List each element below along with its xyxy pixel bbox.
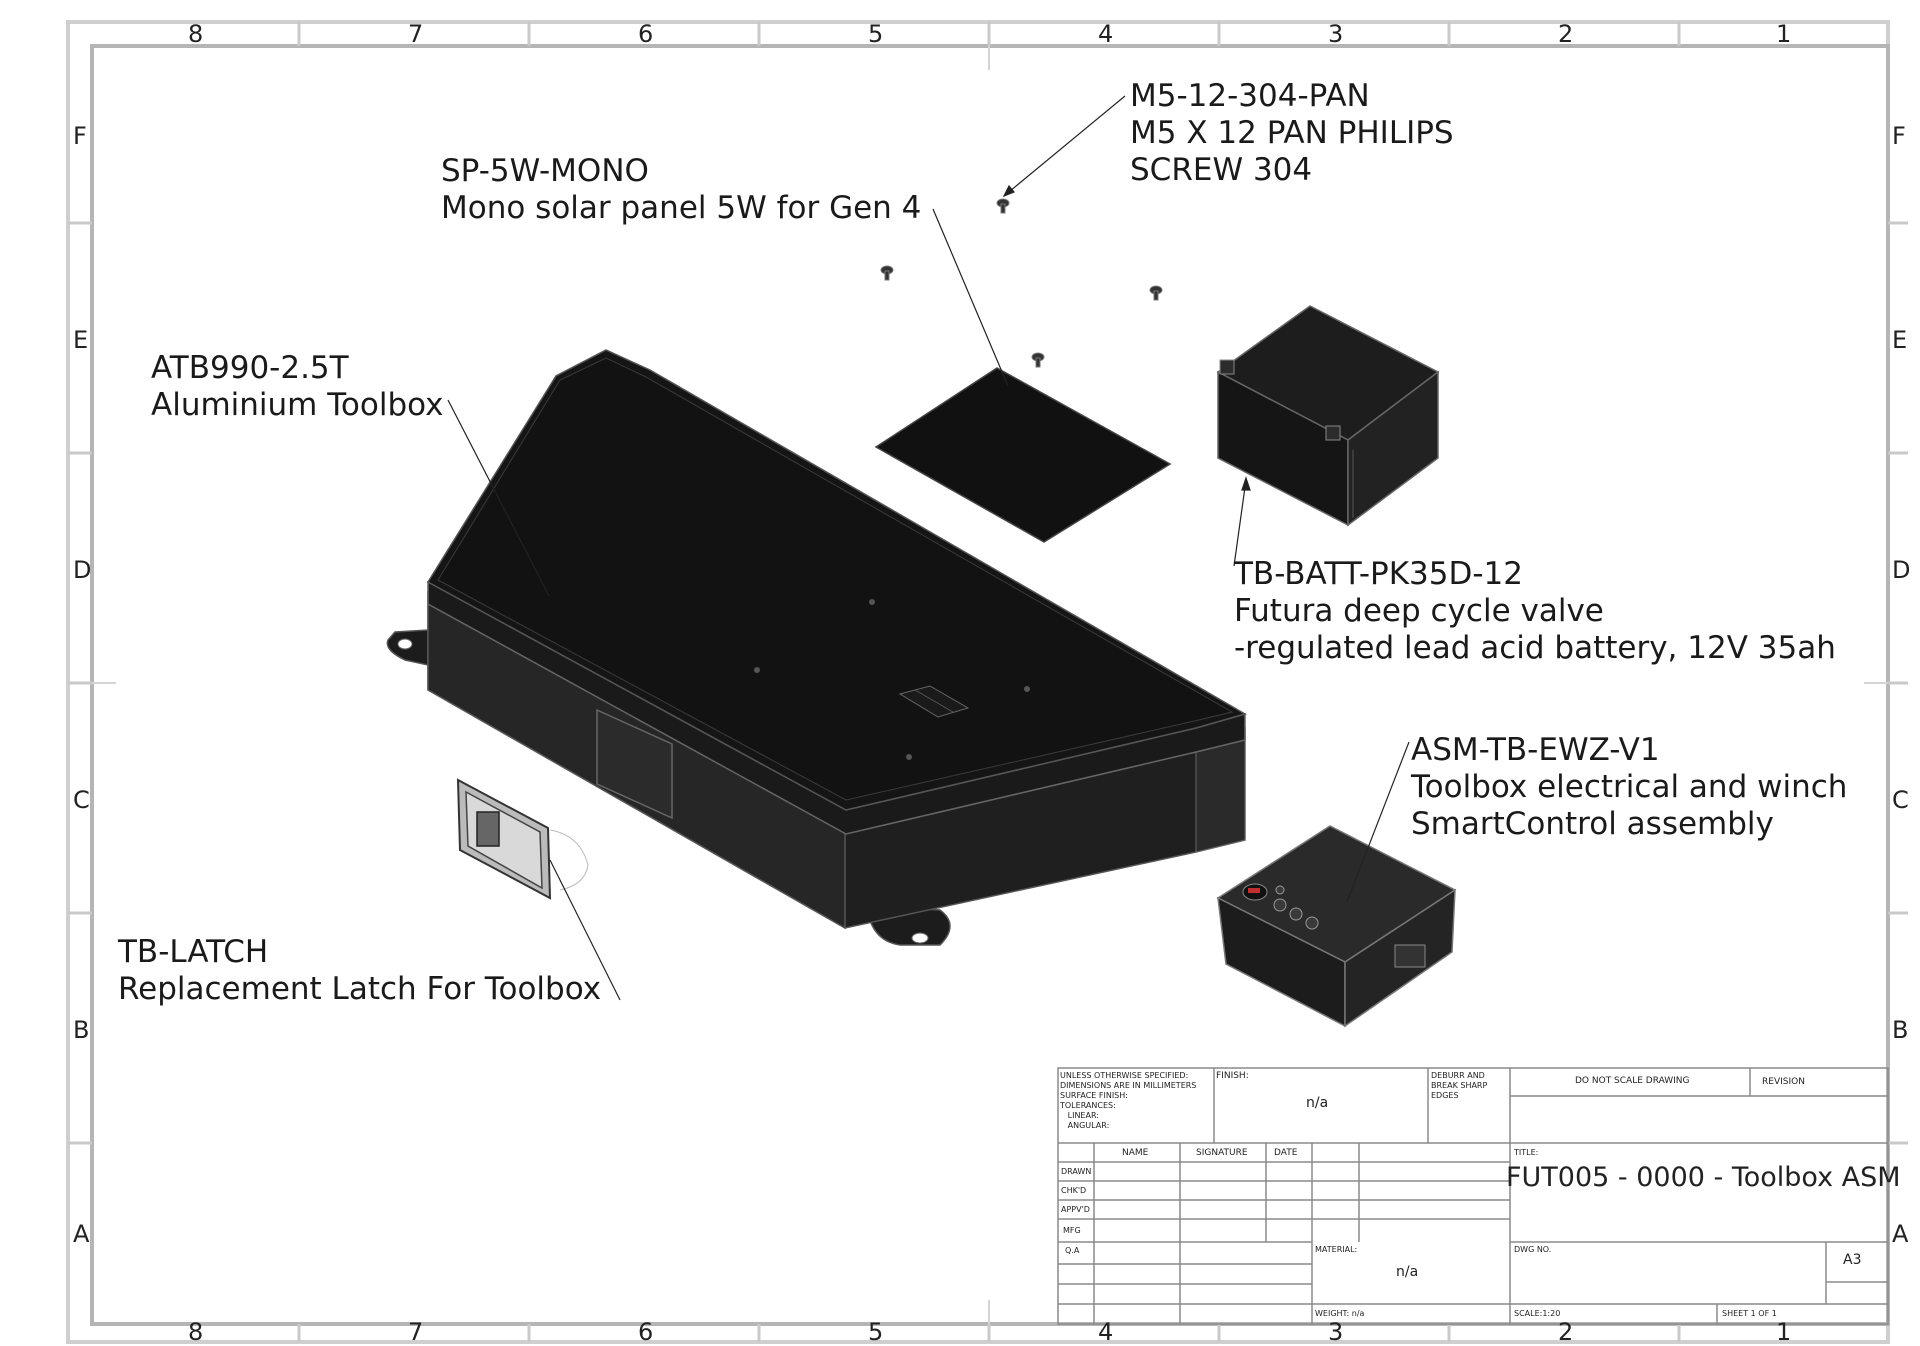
row-label: B [1892, 1016, 1909, 1044]
header-signature: SIGNATURE [1196, 1148, 1248, 1158]
callout-description: Replacement Latch For Toolbox [118, 971, 602, 1007]
callout-solar-panel: SP-5W-MONO Mono solar panel 5W for Gen 4 [441, 153, 921, 227]
callout-description: SmartControl assembly [1411, 806, 1774, 842]
sheet-size: A3 [1843, 1252, 1862, 1268]
column-label: 8 [188, 1318, 204, 1346]
sheet-number: SHEET 1 OF 1 [1722, 1309, 1777, 1318]
row-label: F [73, 122, 87, 150]
callout-screw: M5-12-304-PAN M5 X 12 PAN PHILIPS SCREW … [1130, 78, 1454, 189]
row-label: C [73, 786, 90, 814]
spec-line: TOLERANCES: [1060, 1101, 1116, 1110]
callout-toolbox: ATB990-2.5T Aluminium Toolbox [151, 350, 444, 424]
latch-graphic [456, 778, 589, 900]
column-label: 3 [1328, 20, 1344, 48]
column-label: 8 [188, 20, 204, 48]
callout-description: SCREW 304 [1130, 152, 1313, 188]
dwg-no-label: DWG NO. [1514, 1245, 1552, 1254]
role-quality: Q.A [1065, 1246, 1080, 1255]
column-label: 3 [1328, 1318, 1344, 1346]
column-label: 4 [1098, 1318, 1114, 1346]
callout-description: Aluminium Toolbox [151, 387, 444, 423]
header-name: NAME [1122, 1148, 1149, 1158]
spec-line: DIMENSIONS ARE IN MILLIMETERS [1060, 1081, 1197, 1090]
row-label: B [73, 1016, 90, 1044]
role-drawn: DRAWN [1061, 1167, 1092, 1176]
callout-part-number: ASM-TB-EWZ-V1 [1411, 732, 1660, 768]
solar-panel-graphic [874, 367, 1172, 543]
row-label: E [73, 326, 89, 354]
battery-graphic [1216, 305, 1440, 527]
row-label: D [1892, 556, 1911, 584]
header-date: DATE [1274, 1148, 1298, 1158]
spec-line: SURFACE FINISH: [1060, 1091, 1128, 1100]
deburr-line: EDGES [1431, 1091, 1459, 1100]
column-label: 7 [408, 20, 424, 48]
controller-graphic [1216, 825, 1457, 1028]
callout-part-number: ATB990-2.5T [151, 350, 349, 386]
scale: SCALE:1:20 [1514, 1309, 1561, 1318]
callout-description: Futura deep cycle valve [1234, 593, 1604, 629]
role-checked: CHK'D [1061, 1186, 1087, 1195]
row-label: F [1892, 122, 1906, 150]
column-label: 6 [638, 1318, 654, 1346]
row-label: C [1892, 786, 1909, 814]
role-manufacturing: MFG [1063, 1226, 1081, 1235]
screw-graphics [880, 198, 1163, 368]
weight: WEIGHT: n/a [1315, 1309, 1365, 1318]
deburr-line: DEBURR AND [1431, 1071, 1485, 1080]
drawing-title: FUT005 - 0000 - Toolbox ASM [1506, 1162, 1901, 1193]
revision-label: REVISION [1762, 1077, 1805, 1087]
column-label: 4 [1098, 20, 1114, 48]
row-label: E [1892, 326, 1908, 354]
callout-part-number: TB-BATT-PK35D-12 [1234, 556, 1523, 592]
column-label: 2 [1558, 1318, 1574, 1346]
spec-line: ANGULAR: [1060, 1121, 1110, 1130]
deburr-note: DEBURR AND BREAK SHARP EDGES [1431, 1071, 1487, 1101]
column-label: 1 [1776, 20, 1792, 48]
column-label: 6 [638, 20, 654, 48]
row-label: A [1892, 1220, 1909, 1248]
deburr-line: BREAK SHARP [1431, 1081, 1488, 1090]
callout-part-number: TB-LATCH [118, 934, 269, 970]
toolbox-graphic [386, 349, 1247, 946]
do-not-scale-note: DO NOT SCALE DRAWING [1575, 1076, 1690, 1086]
callout-description: Toolbox electrical and winch [1411, 769, 1848, 805]
spec-notes: UNLESS OTHERWISE SPECIFIED: DIMENSIONS A… [1060, 1071, 1196, 1131]
column-label: 7 [408, 1318, 424, 1346]
title-label: TITLE: [1514, 1148, 1539, 1157]
callout-battery: TB-BATT-PK35D-12 Futura deep cycle valve… [1234, 556, 1836, 667]
finish-label: FINISH: [1216, 1071, 1249, 1081]
callout-part-number: SP-5W-MONO [441, 153, 649, 189]
callout-description: M5 X 12 PAN PHILIPS [1130, 115, 1454, 151]
callout-description: Mono solar panel 5W for Gen 4 [441, 190, 922, 226]
finish-value: n/a [1306, 1095, 1329, 1111]
column-label: 5 [868, 1318, 884, 1346]
column-label: 2 [1558, 20, 1574, 48]
material-label: MATERIAL: [1315, 1245, 1358, 1254]
callout-description: -regulated lead acid battery, 12V 35ah [1234, 630, 1836, 666]
column-label: 1 [1776, 1318, 1792, 1346]
callout-latch: TB-LATCH Replacement Latch For Toolbox [118, 934, 601, 1008]
spec-line: LINEAR: [1060, 1111, 1099, 1120]
row-label: A [73, 1220, 90, 1248]
material-value: n/a [1396, 1264, 1419, 1280]
row-label: D [73, 556, 92, 584]
callout-part-number: M5-12-304-PAN [1130, 78, 1370, 114]
column-label: 5 [868, 20, 884, 48]
callout-controller: ASM-TB-EWZ-V1 Toolbox electrical and win… [1411, 732, 1847, 843]
spec-line: UNLESS OTHERWISE SPECIFIED: [1060, 1071, 1189, 1080]
role-approved: APPV'D [1061, 1205, 1090, 1214]
